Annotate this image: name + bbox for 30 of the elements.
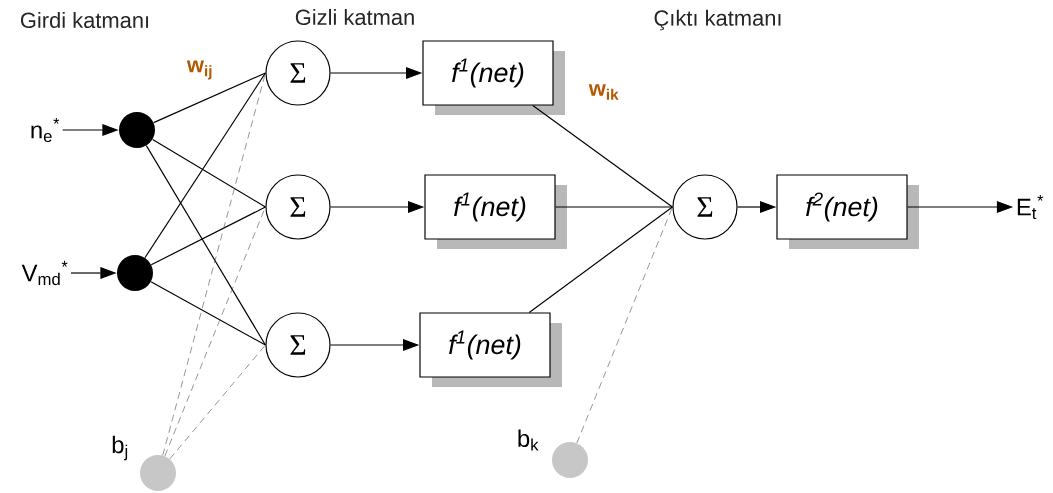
connection-line (150, 206, 266, 266)
connection-line (145, 145, 266, 346)
bias-label: b$_{k}$ (518, 429, 539, 451)
connection-line (576, 206, 673, 444)
connection-line (169, 344, 266, 460)
layer-heading: Gizli katman (295, 8, 414, 26)
connection-line (162, 72, 266, 456)
function-box: f$^{1}$(net) (422, 40, 565, 115)
connection-line (555, 206, 673, 208)
bias-neuron (552, 442, 588, 478)
variable-label: V$_{md}$* (21, 260, 68, 286)
input-neuron (117, 255, 153, 291)
layer-heading: Çıktı katmanı (654, 9, 781, 31)
input-neuron (119, 112, 155, 148)
function-box: f$^{2}$(net) (776, 174, 919, 249)
variable-label: E$_{t}$* (1017, 194, 1044, 220)
connection-line (528, 206, 673, 313)
connection-line (152, 138, 266, 208)
layer-heading: Girdi katmanı (20, 11, 148, 29)
connection-line (532, 105, 673, 208)
weight-label: w$_{ij}$ (186, 60, 212, 80)
connection-line (153, 72, 266, 124)
variable-label: n$_{e}$* (31, 117, 60, 143)
bias-neuron (140, 455, 176, 491)
connection-line (150, 281, 266, 346)
connection-line (144, 72, 266, 259)
weight-label: w$_{ik}$ (588, 84, 619, 100)
function-box: f$^{1}$(net) (424, 174, 567, 249)
function-box: f$^{1}$(net) (419, 312, 562, 387)
bias-label: b$_{j}$ (112, 435, 128, 461)
